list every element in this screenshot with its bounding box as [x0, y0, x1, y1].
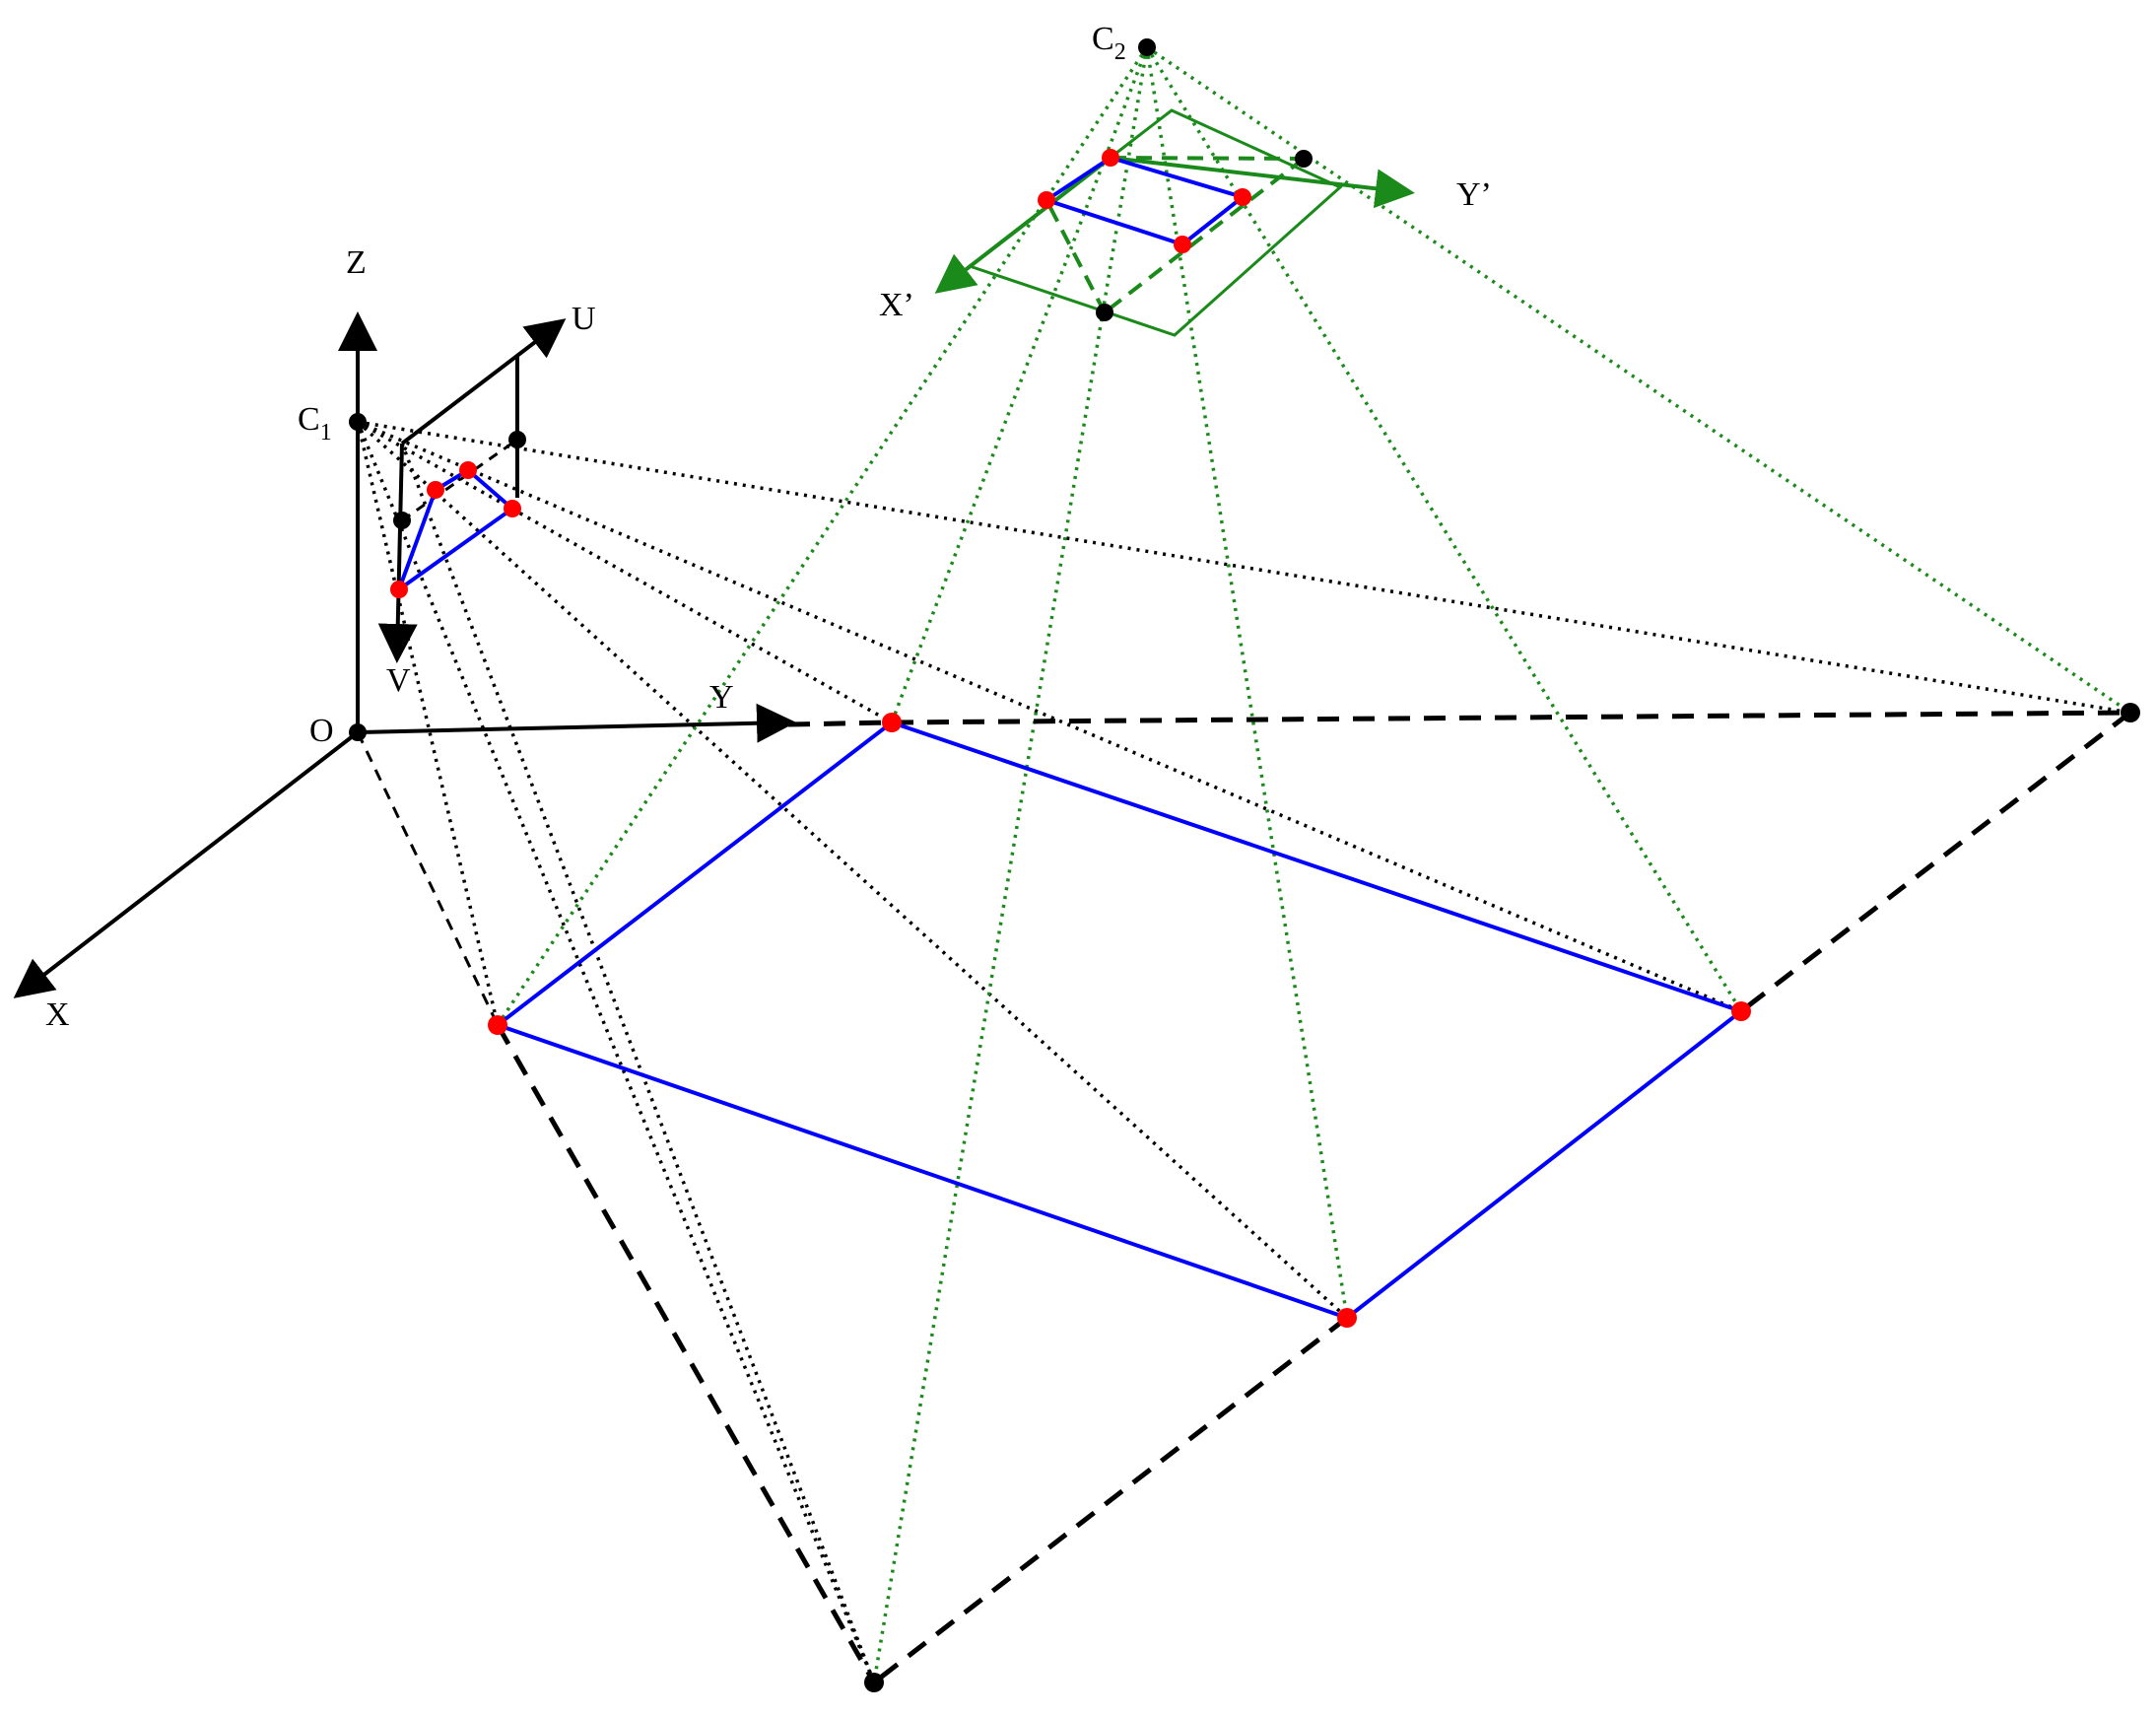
x-prime-label: X’	[879, 287, 914, 323]
x-axis-label: X	[45, 996, 70, 1033]
camera1-image-rectangle	[394, 467, 516, 595]
origin-point	[349, 723, 367, 741]
c1-point	[349, 413, 367, 431]
black-points	[349, 38, 2140, 1692]
origin-label: O	[309, 713, 334, 749]
world-axes	[13, 311, 796, 998]
u-axis-label: U	[572, 301, 596, 337]
ground-rectangle	[493, 720, 1746, 1321]
camera2-image-plane	[934, 108, 1415, 337]
v-axis-label: V	[386, 662, 411, 699]
v-axis-line	[377, 443, 418, 663]
ground-plane-outline	[495, 710, 2132, 1684]
origin-to-ground-dashed-line	[356, 731, 500, 1026]
c2-label: C2	[1092, 21, 1126, 65]
y-axis-label: Y	[709, 679, 734, 716]
camera1-image-plane	[377, 318, 567, 663]
y-prime-label: Y’	[1456, 176, 1492, 213]
blue-rectangles	[394, 155, 1746, 1321]
z-axis-label: Z	[346, 244, 367, 281]
x-prime-axis-line	[934, 156, 1112, 294]
u-axis-line	[400, 318, 567, 446]
c1-projection-rays	[356, 420, 2131, 1683]
c1-label: C1	[298, 401, 332, 446]
c2-point	[1138, 38, 1156, 56]
y-axis-line	[357, 703, 796, 743]
y-prime-axis-line	[1110, 156, 1415, 209]
x-axis-line	[13, 730, 360, 998]
camera1-principal-dashed	[401, 438, 518, 522]
red-points	[390, 149, 1751, 1328]
